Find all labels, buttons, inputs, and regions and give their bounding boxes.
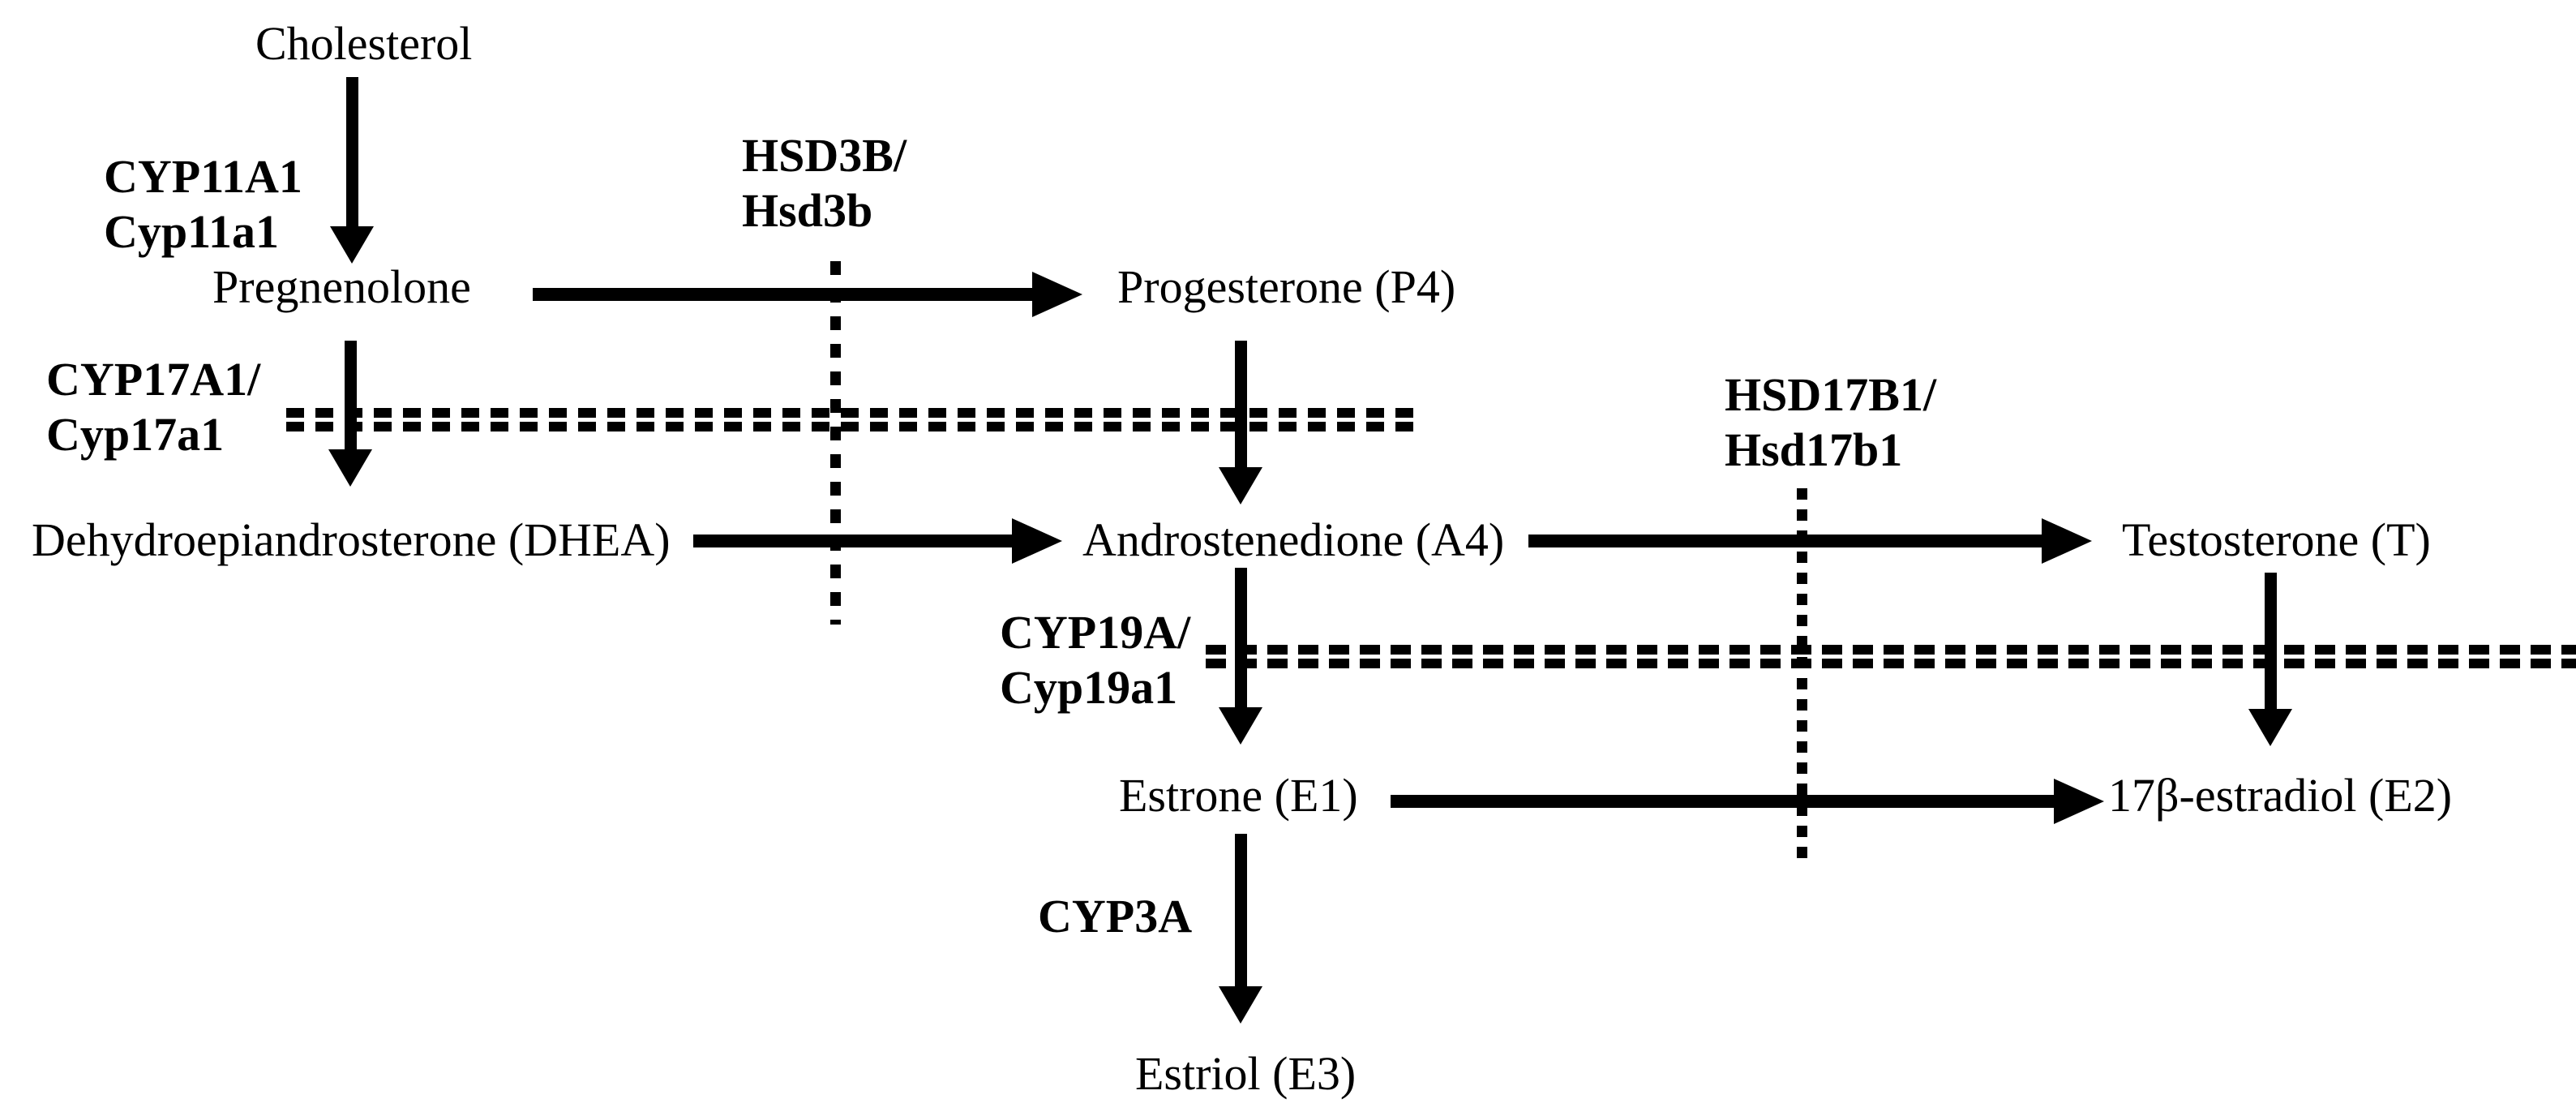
arrow-androstenedione-to-testosterone-head — [2042, 518, 2092, 564]
arrow-progesterone-to-androstenedione-shaft — [1234, 341, 1247, 467]
arrow-androstenedione-to-estrone-shaft — [1234, 568, 1247, 707]
node-estradiol: 17β-estradiol (E2) — [2108, 769, 2453, 822]
node-testosterone: Testosterone (T) — [2122, 513, 2431, 566]
node-cholesterol: Cholesterol — [255, 17, 473, 70]
node-estrone: Estrone (E1) — [1119, 769, 1358, 822]
arrow-testosterone-to-estradiol-head — [2248, 709, 2292, 746]
enzyme-cyp19a1-line: Cyp19a1 — [1000, 661, 1178, 714]
arrow-cholesterol-to-pregnenolone-shaft — [345, 77, 358, 226]
enzyme-hsd3b-line: HSD3B/ — [742, 129, 907, 182]
enzyme-cyp19a1: CYP19A/Cyp19a1 — [1000, 605, 1190, 715]
cyp17a1-dashed-line-upper — [286, 408, 1423, 418]
arrow-pregnenolone-to-progesterone-head — [1032, 272, 1082, 317]
arrow-estrone-to-estriol-shaft — [1234, 834, 1247, 986]
enzyme-cyp11a1-line: Cyp11a1 — [104, 205, 279, 258]
node-estriol: Estriol (E3) — [1135, 1047, 1357, 1100]
arrow-pregnenolone-to-progesterone-shaft — [533, 288, 1032, 301]
arrow-pregnenolone-to-dhea-head — [328, 449, 372, 487]
enzyme-cyp3a-line: CYP3A — [1038, 890, 1193, 942]
enzyme-cyp17a1-line: Cyp17a1 — [46, 408, 225, 461]
node-pregnenolone: Pregnenolone — [212, 260, 471, 313]
node-androstenedione: Androstenedione (A4) — [1082, 513, 1505, 566]
enzyme-hsd17b1: HSD17B1/Hsd17b1 — [1725, 367, 1936, 478]
enzyme-cyp17a1: CYP17A1/Cyp17a1 — [46, 352, 260, 462]
arrow-progesterone-to-androstenedione-head — [1219, 467, 1262, 504]
arrow-pregnenolone-to-dhea-shaft — [344, 341, 357, 449]
arrow-dhea-to-androstenedione-head — [1012, 518, 1062, 564]
enzyme-cyp3a: CYP3A — [1038, 889, 1192, 944]
enzyme-cyp17a1-line: CYP17A1/ — [46, 353, 261, 406]
cyp17a1-dashed-line-lower — [286, 422, 1423, 431]
arrow-estrone-to-estradiol-shaft — [1391, 795, 2054, 808]
arrow-estrone-to-estradiol-head — [2054, 779, 2104, 824]
enzyme-hsd3b-line: Hsd3b — [742, 184, 873, 237]
cyp19a1-dashed-line-upper — [1206, 645, 2576, 655]
enzyme-hsd17b1-line: Hsd17b1 — [1725, 423, 1903, 476]
hsd17b1-dotted-line — [1796, 488, 1807, 860]
enzyme-hsd17b1-line: HSD17B1/ — [1725, 368, 1937, 421]
arrow-androstenedione-to-estrone-head — [1219, 707, 1262, 745]
enzyme-cyp11a1-line: CYP11A1 — [104, 150, 302, 203]
arrow-testosterone-to-estradiol-shaft — [2264, 573, 2277, 709]
arrow-androstenedione-to-testosterone-shaft — [1528, 535, 2042, 547]
arrow-dhea-to-androstenedione-shaft — [693, 535, 1012, 547]
arrow-estrone-to-estriol-head — [1219, 986, 1262, 1024]
enzyme-hsd3b: HSD3B/Hsd3b — [742, 128, 907, 238]
hsd3b-dotted-line — [829, 261, 841, 625]
enzyme-cyp19a1-line: CYP19A/ — [1000, 606, 1191, 659]
arrow-cholesterol-to-pregnenolone-head — [330, 226, 374, 264]
node-dhea: Dehydroepiandrosterone (DHEA) — [32, 513, 671, 566]
cyp19a1-dashed-line-lower — [1206, 659, 2576, 668]
node-progesterone: Progesterone (P4) — [1117, 260, 1456, 313]
